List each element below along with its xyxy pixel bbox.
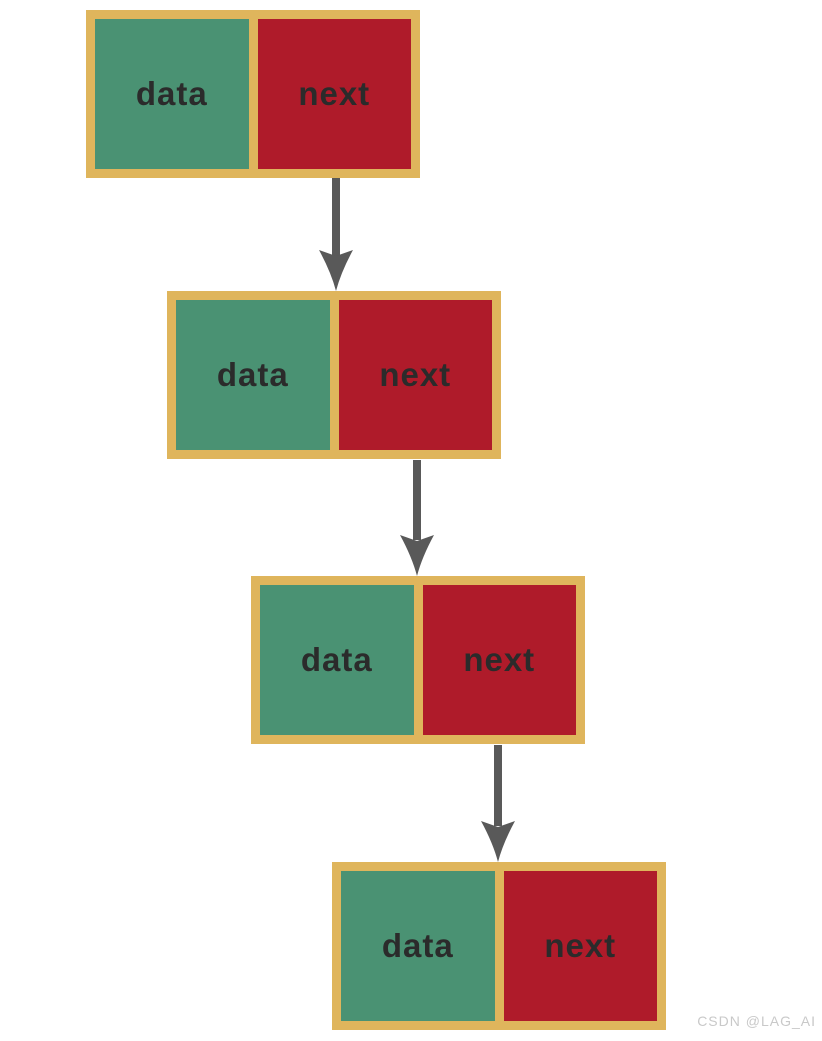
next-pointer-arrow-3 <box>481 745 515 862</box>
next-label: next <box>298 75 371 112</box>
list-node-3: data next <box>251 576 585 744</box>
data-label: data <box>135 75 208 112</box>
next-label: next <box>463 641 536 678</box>
list-node-1: data next <box>86 10 420 178</box>
next-pointer-field: next <box>503 871 657 1021</box>
next-pointer-field: next <box>422 585 576 735</box>
next-pointer-arrow-2 <box>400 460 434 576</box>
list-node-2: data next <box>167 291 501 459</box>
data-field: data <box>95 19 249 169</box>
next-label: next <box>544 927 617 964</box>
next-pointer-arrow-1 <box>319 178 353 291</box>
next-pointer-field: next <box>257 19 411 169</box>
data-label: data <box>300 641 373 678</box>
next-pointer-field: next <box>338 300 492 450</box>
data-field: data <box>260 585 414 735</box>
data-label: data <box>381 927 454 964</box>
data-field: data <box>341 871 495 1021</box>
data-label: data <box>216 356 289 393</box>
data-field: data <box>176 300 330 450</box>
list-node-4: data next <box>332 862 666 1030</box>
next-label: next <box>379 356 452 393</box>
csdn-watermark: CSDN @LAG_AI <box>697 1013 816 1029</box>
